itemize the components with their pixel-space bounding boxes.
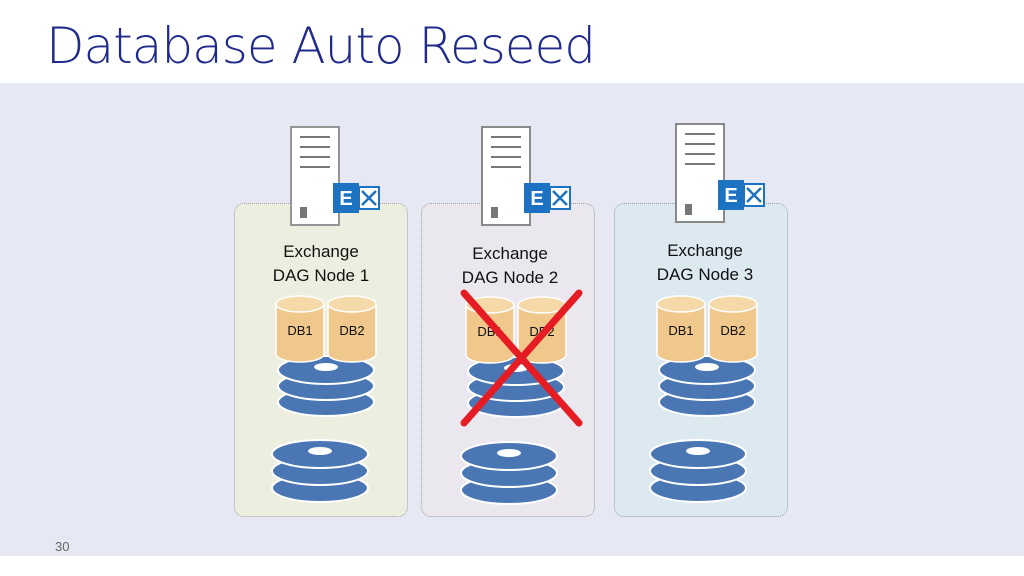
- spare-disk-stack: [649, 439, 747, 503]
- exchange-logo-icon: E: [718, 180, 765, 210]
- page-number: 30: [55, 539, 70, 554]
- node-3-line2: DAG Node 3: [656, 265, 754, 284]
- dag-node-1: E Exchange DAG Node 1 DB1 DB2: [221, 0, 421, 576]
- node-2-line1: Exchange: [472, 244, 548, 263]
- disk-stack-icon: [460, 441, 558, 505]
- node-1-line1: Exchange: [283, 242, 359, 261]
- server-icon: E: [481, 126, 571, 226]
- spare-disk-stack: [271, 439, 369, 503]
- spare-disk-stack: [460, 441, 558, 505]
- node-1-db2-label: DB2: [339, 323, 365, 338]
- dag-node-3: E Exchange DAG Node 3 DB1 DB2: [602, 0, 802, 576]
- database-stack: [656, 295, 758, 417]
- svg-text:E: E: [724, 185, 737, 207]
- database-cylinder-icon: [656, 295, 758, 363]
- node-3-label: Exchange DAG Node 3: [605, 239, 805, 287]
- node-3-db1-label: DB1: [668, 323, 694, 338]
- node-1-line2: DAG Node 1: [272, 266, 370, 285]
- failure-x-icon: [460, 289, 583, 427]
- exchange-logo-icon: E: [333, 183, 380, 213]
- server-icon: E: [675, 123, 765, 223]
- node-1-label: Exchange DAG Node 1: [221, 240, 421, 288]
- slide-title: Database Auto Reseed: [46, 17, 596, 75]
- node-3-line1: Exchange: [667, 241, 743, 260]
- database-stack: [275, 295, 377, 417]
- node-2-line2: DAG Node 2: [461, 268, 559, 287]
- database-cylinder-icon: [275, 295, 377, 363]
- exchange-logo-icon: E: [524, 183, 571, 213]
- svg-text:E: E: [339, 188, 352, 210]
- node-1-db1-label: DB1: [287, 323, 313, 338]
- dag-node-2: E Exchange DAG Node 2 DB1 DB2: [410, 0, 610, 576]
- server-icon: E: [290, 126, 380, 226]
- node-2-label: Exchange DAG Node 2: [410, 242, 610, 290]
- node-3-db2-label: DB2: [720, 323, 746, 338]
- svg-text:E: E: [530, 188, 543, 210]
